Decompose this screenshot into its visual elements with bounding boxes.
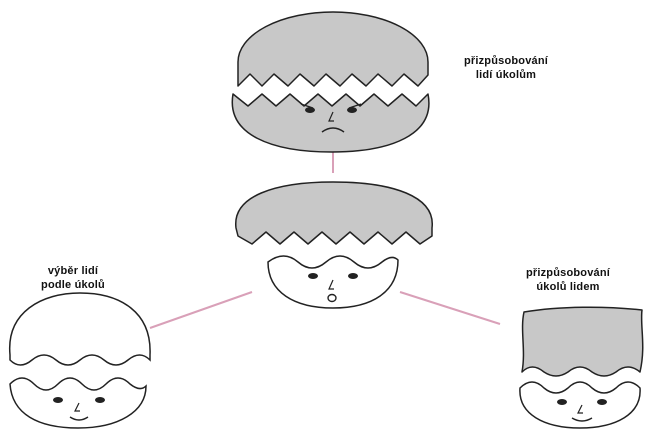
egg-right-shell: [522, 307, 643, 376]
egg-top-shell: [238, 12, 428, 86]
label-right-line2: úkolů lidem: [498, 280, 638, 294]
connector-center-left: [150, 292, 252, 328]
label-left: výběr lidí podle úkolů: [14, 264, 132, 292]
egg-center-shell: [236, 182, 433, 244]
egg-top: [232, 12, 429, 152]
label-top-line2: lidí úkolům: [436, 68, 576, 82]
label-top: přizpůsobování lidí úkolům: [436, 54, 576, 82]
label-top-line1: přizpůsobování: [436, 54, 576, 68]
egg-top-face: [232, 94, 429, 152]
egg-right: [520, 307, 643, 428]
label-left-line1: výběr lidí: [14, 264, 132, 278]
label-right-line1: přizpůsobování: [498, 266, 638, 280]
egg-left-shell: [10, 293, 150, 365]
egg-center-face: [268, 256, 398, 308]
egg-center: [236, 182, 433, 308]
label-left-line2: podle úkolů: [14, 278, 132, 292]
label-right: přizpůsobování úkolů lidem: [498, 266, 638, 294]
connector-center-right: [400, 292, 500, 324]
egg-left: [10, 293, 150, 428]
